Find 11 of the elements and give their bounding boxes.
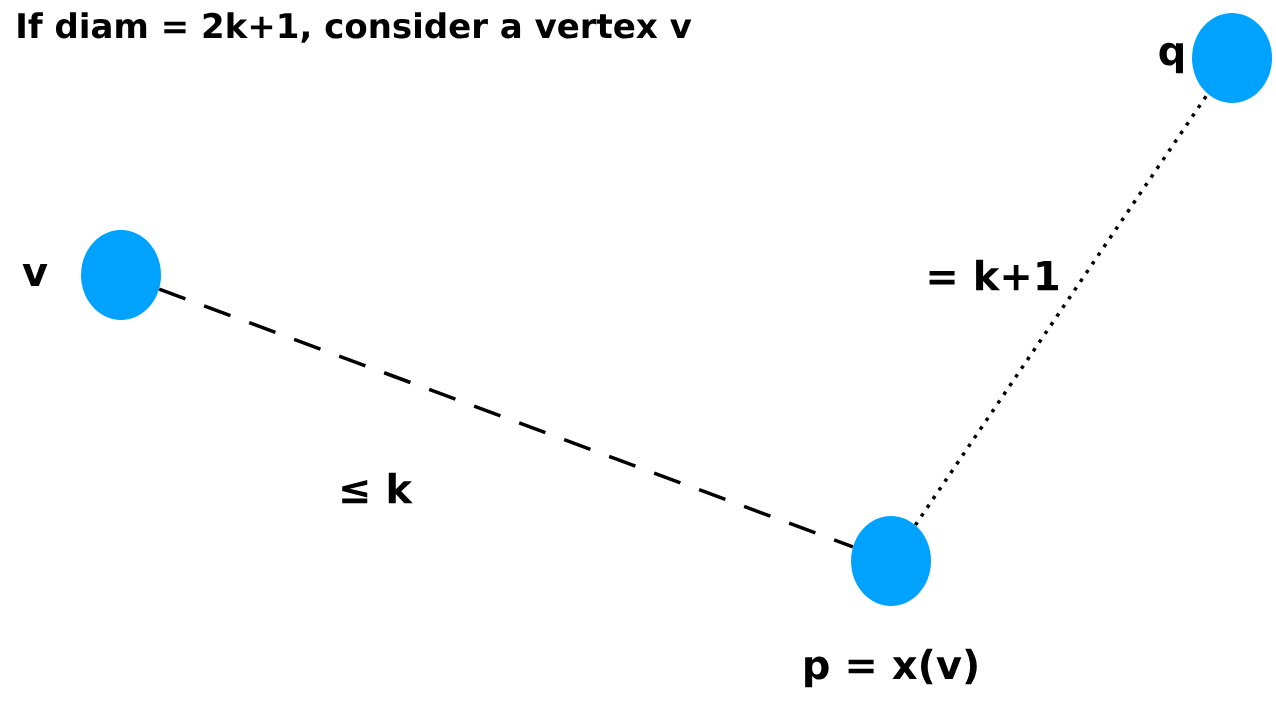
vertex-dot bbox=[81, 230, 161, 320]
vertex-label: p = x(v) bbox=[805, 648, 977, 688]
edge-label: = k+1 bbox=[923, 257, 1063, 293]
connector-line bbox=[913, 92, 1210, 527]
vertex-dot bbox=[1192, 13, 1272, 103]
connector-line bbox=[158, 287, 854, 549]
vertex-label: v bbox=[22, 264, 48, 286]
vertex-dot bbox=[851, 516, 931, 606]
edge-label: ≤ k bbox=[336, 470, 415, 506]
vertex-label: q bbox=[1159, 42, 1183, 74]
title: If diam = 2k+1, consider a vertex v bbox=[18, 12, 692, 43]
